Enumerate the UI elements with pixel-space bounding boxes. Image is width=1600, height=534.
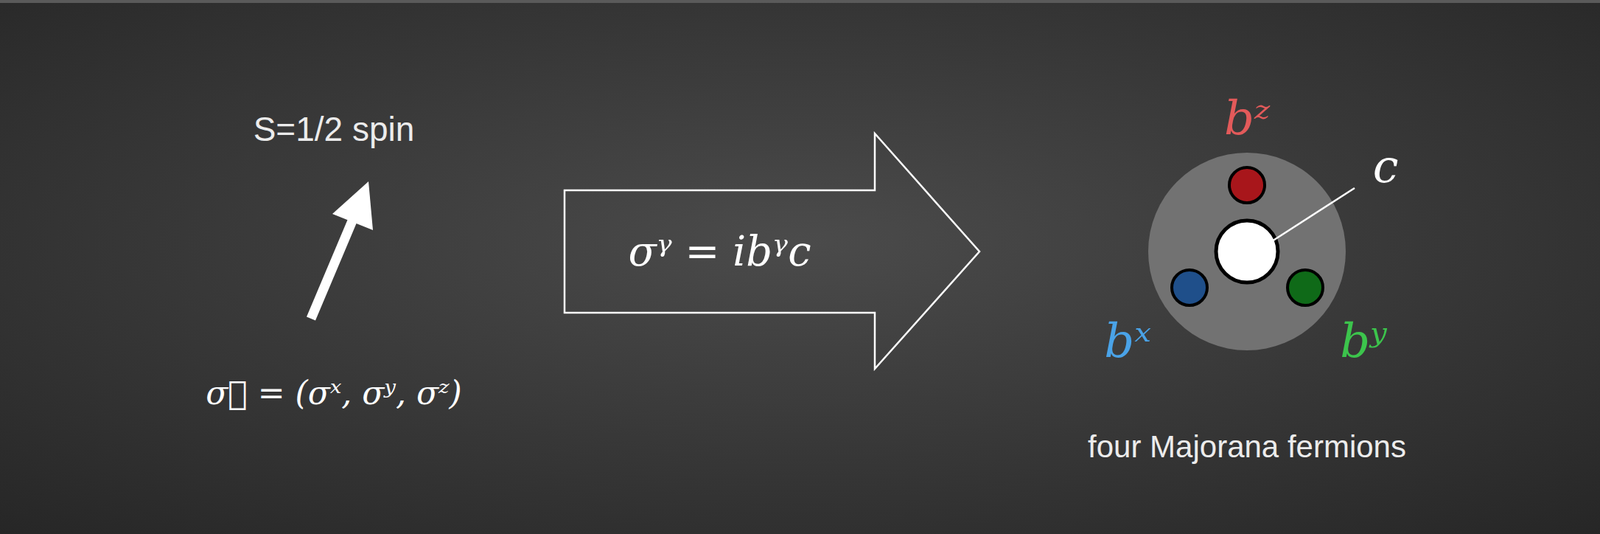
spin-vector-formula: σ⃗ = (σˣ, σʸ, σᶻ) xyxy=(205,373,463,413)
majorana-label: bˣ xyxy=(1104,312,1152,370)
spin-arrow-shaft xyxy=(311,213,356,319)
majorana-label: bᶻ xyxy=(1224,89,1270,147)
mapping-formula: σᵞ = ibᵞc xyxy=(627,226,811,276)
majorana-bx-dot xyxy=(1171,269,1208,306)
majorana-by-dot xyxy=(1287,269,1323,306)
spin-arrow-head xyxy=(332,181,373,230)
spin-site-disc xyxy=(1148,152,1346,351)
majorana-label: c xyxy=(1373,139,1399,194)
spin-title: S=1/2 spin xyxy=(253,109,415,150)
majorana-bz-dot xyxy=(1229,167,1265,203)
leader-line xyxy=(1272,187,1355,241)
arrow-outline-path xyxy=(564,133,980,369)
transform-arrow: σᵞ = ibᵞc xyxy=(564,133,980,369)
majorana-c-dot xyxy=(1216,220,1278,283)
caption-text: four Majorana fermions xyxy=(1087,428,1407,466)
majorana-label: bʸ xyxy=(1339,312,1388,370)
top-edge xyxy=(0,0,1600,3)
